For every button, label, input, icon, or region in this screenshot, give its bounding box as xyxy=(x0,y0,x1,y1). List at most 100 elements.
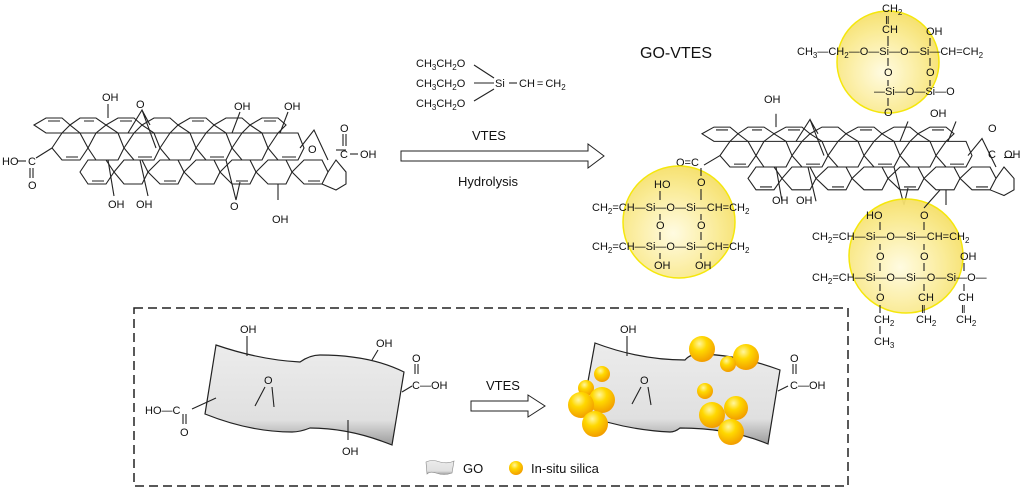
svg-text:O: O xyxy=(926,67,935,79)
svg-text:CH: CH xyxy=(882,24,898,36)
epoxy-o-label: O xyxy=(230,201,239,213)
go-vtes-product: OH OH O C OH O=C OH OH CH2 ‖ CH OH CH3—C… xyxy=(592,3,1021,350)
silica-sphere xyxy=(582,411,608,437)
carbonyl-o-label: O xyxy=(28,180,37,192)
carboxyl-c-label: C xyxy=(340,149,348,161)
silica-sphere xyxy=(724,396,748,420)
epoxy-o-label: O xyxy=(640,375,649,387)
oh-label: OH xyxy=(108,199,125,211)
svg-text:OH: OH xyxy=(654,260,671,272)
silica-cluster-top-formula: CH2 ‖ CH OH CH3—CH2—O—Si—O—Si—CH=CH2 O O… xyxy=(797,3,984,119)
carboxyl-c-label: C xyxy=(28,156,36,168)
silica-sphere xyxy=(568,392,594,418)
ethoxy-label: CH3CH2O xyxy=(416,78,466,92)
carbonyl-o-label: O xyxy=(988,123,997,135)
svg-text:O: O xyxy=(876,292,885,304)
go-silica-sheet-schematic: OH O O C—OH xyxy=(568,324,826,445)
svg-text:CH2: CH2 xyxy=(874,314,895,328)
arrow-label-vtes: VTES xyxy=(472,128,506,143)
silica-sphere xyxy=(589,387,615,413)
svg-text:CH2=CH—Si—O—Si—CH=CH2: CH2=CH—Si—O—Si—CH=CH2 xyxy=(592,241,750,255)
svg-text:HO: HO xyxy=(654,179,671,191)
silica-sphere-icon xyxy=(509,461,523,475)
vtes-reagent: CH3CH2O CH3CH2O CH3CH2O Si CH=CH2 xyxy=(416,58,566,112)
oh-label: OH xyxy=(930,108,947,120)
svg-text:O: O xyxy=(697,177,706,189)
svg-text:CH: CH xyxy=(918,292,934,304)
svg-text:CH3—CH2—O—Si—O—Si—CH=CH2: CH3—CH2—O—Si—O—Si—CH=CH2 xyxy=(797,46,984,60)
svg-text:CH2=CH—Si—O—Si—CH=CH2: CH2=CH—Si—O—Si—CH=CH2 xyxy=(812,231,970,245)
silica-sphere xyxy=(699,402,725,428)
svg-text:O: O xyxy=(656,220,665,232)
oh-label: OH xyxy=(764,94,781,106)
silica-spheres xyxy=(568,336,759,445)
carboxyl-left-label: HO—C xyxy=(145,405,181,417)
svg-text:CH2: CH2 xyxy=(916,314,937,328)
svg-text:‖: ‖ xyxy=(885,15,890,27)
svg-text:O: O xyxy=(697,220,706,232)
schematic-box xyxy=(133,307,849,487)
oh-label: OH xyxy=(360,149,377,161)
silica-sphere xyxy=(689,336,715,362)
svg-text:OH: OH xyxy=(926,26,943,38)
carbonyl-o-label: O xyxy=(790,353,799,365)
svg-text:—Si—O—Si—O: —Si—O—Si—O xyxy=(874,86,955,98)
silica-sphere xyxy=(733,344,759,370)
svg-text:O: O xyxy=(876,251,885,263)
silica-sphere xyxy=(578,380,594,396)
oh-label: OH xyxy=(272,214,289,226)
epoxy-o-label: O xyxy=(308,144,317,156)
product-title: GO-VTES xyxy=(640,45,712,62)
svg-text:O: O xyxy=(884,67,893,79)
go-sheet-schematic: OH OH O HO—C O O C—OH OH xyxy=(145,324,448,458)
oh-label: OH xyxy=(234,101,251,113)
oh-label: OH xyxy=(136,199,153,211)
silica-sphere xyxy=(594,366,610,382)
go-structure-left: OH O OH OH O O C OH HO C O OH OH O OH xyxy=(2,92,377,226)
svg-text:CH: CH xyxy=(958,292,974,304)
svg-text:HO: HO xyxy=(866,210,883,222)
oh-label: OH xyxy=(284,101,301,113)
arrow-label-hydrolysis: Hydrolysis xyxy=(458,174,518,189)
oh-label: OH xyxy=(620,324,637,336)
svg-text:CH2: CH2 xyxy=(956,314,977,328)
oh-label: OH xyxy=(772,195,789,207)
oh-label: OH xyxy=(796,195,813,207)
svg-text:CH2=CH—Si—O—Si—O—Si—O—: CH2=CH—Si—O—Si—O—Si—O— xyxy=(812,272,987,286)
ethoxy-label: CH3CH2O xyxy=(416,58,466,72)
epoxy-o-label: O xyxy=(264,375,273,387)
silicon-label: Si xyxy=(495,78,505,90)
silica-cluster-left-formula: O HO CH2=CH—Si—O—Si—CH=CH2 O O CH2=CH—Si… xyxy=(592,168,750,272)
carboxyl-c-label: C xyxy=(988,149,996,161)
svg-text:CH2: CH2 xyxy=(882,3,903,17)
silica-sphere xyxy=(720,356,736,372)
legend-silica-label: In-situ silica xyxy=(531,461,600,476)
svg-text:CH2=CH—Si—O—Si—CH=CH2: CH2=CH—Si—O—Si—CH=CH2 xyxy=(592,202,750,216)
silica-sphere xyxy=(697,383,713,399)
reaction-arrow: VTES Hydrolysis xyxy=(400,128,605,189)
oh-label: OH xyxy=(102,92,119,104)
legend: GO In-situ silica xyxy=(425,460,600,476)
svg-text:‖: ‖ xyxy=(921,304,926,316)
carboxyl-right-label: C—OH xyxy=(790,380,826,392)
legend-go-label: GO xyxy=(463,461,483,476)
silica-cluster-bottom xyxy=(848,198,964,314)
silica-cluster-bottom-formula: HO O CH2=CH—Si—O—Si—CH=CH2 O O OH CH2=CH… xyxy=(812,189,987,350)
graphene-oxide-lattice xyxy=(32,104,347,201)
silica-sphere xyxy=(718,419,744,445)
svg-text:O: O xyxy=(920,251,929,263)
ethoxy-label: CH3CH2O xyxy=(416,98,466,112)
carbonyl-o-label: O xyxy=(340,123,349,135)
svg-text:O: O xyxy=(884,107,893,119)
svg-text:O: O xyxy=(920,210,929,222)
svg-text:CH3: CH3 xyxy=(874,336,895,350)
vinyl-label: CH=CH2 xyxy=(519,78,566,92)
carboxyl-right-label: C—OH xyxy=(412,380,448,392)
schematic-arrow: VTES xyxy=(470,378,546,418)
silica-cluster-left xyxy=(622,165,736,279)
ho-label: HO xyxy=(2,156,19,168)
carbonyl-o-label: O xyxy=(180,427,189,439)
oh-label: OH xyxy=(342,446,359,458)
svg-text:‖: ‖ xyxy=(961,304,966,316)
